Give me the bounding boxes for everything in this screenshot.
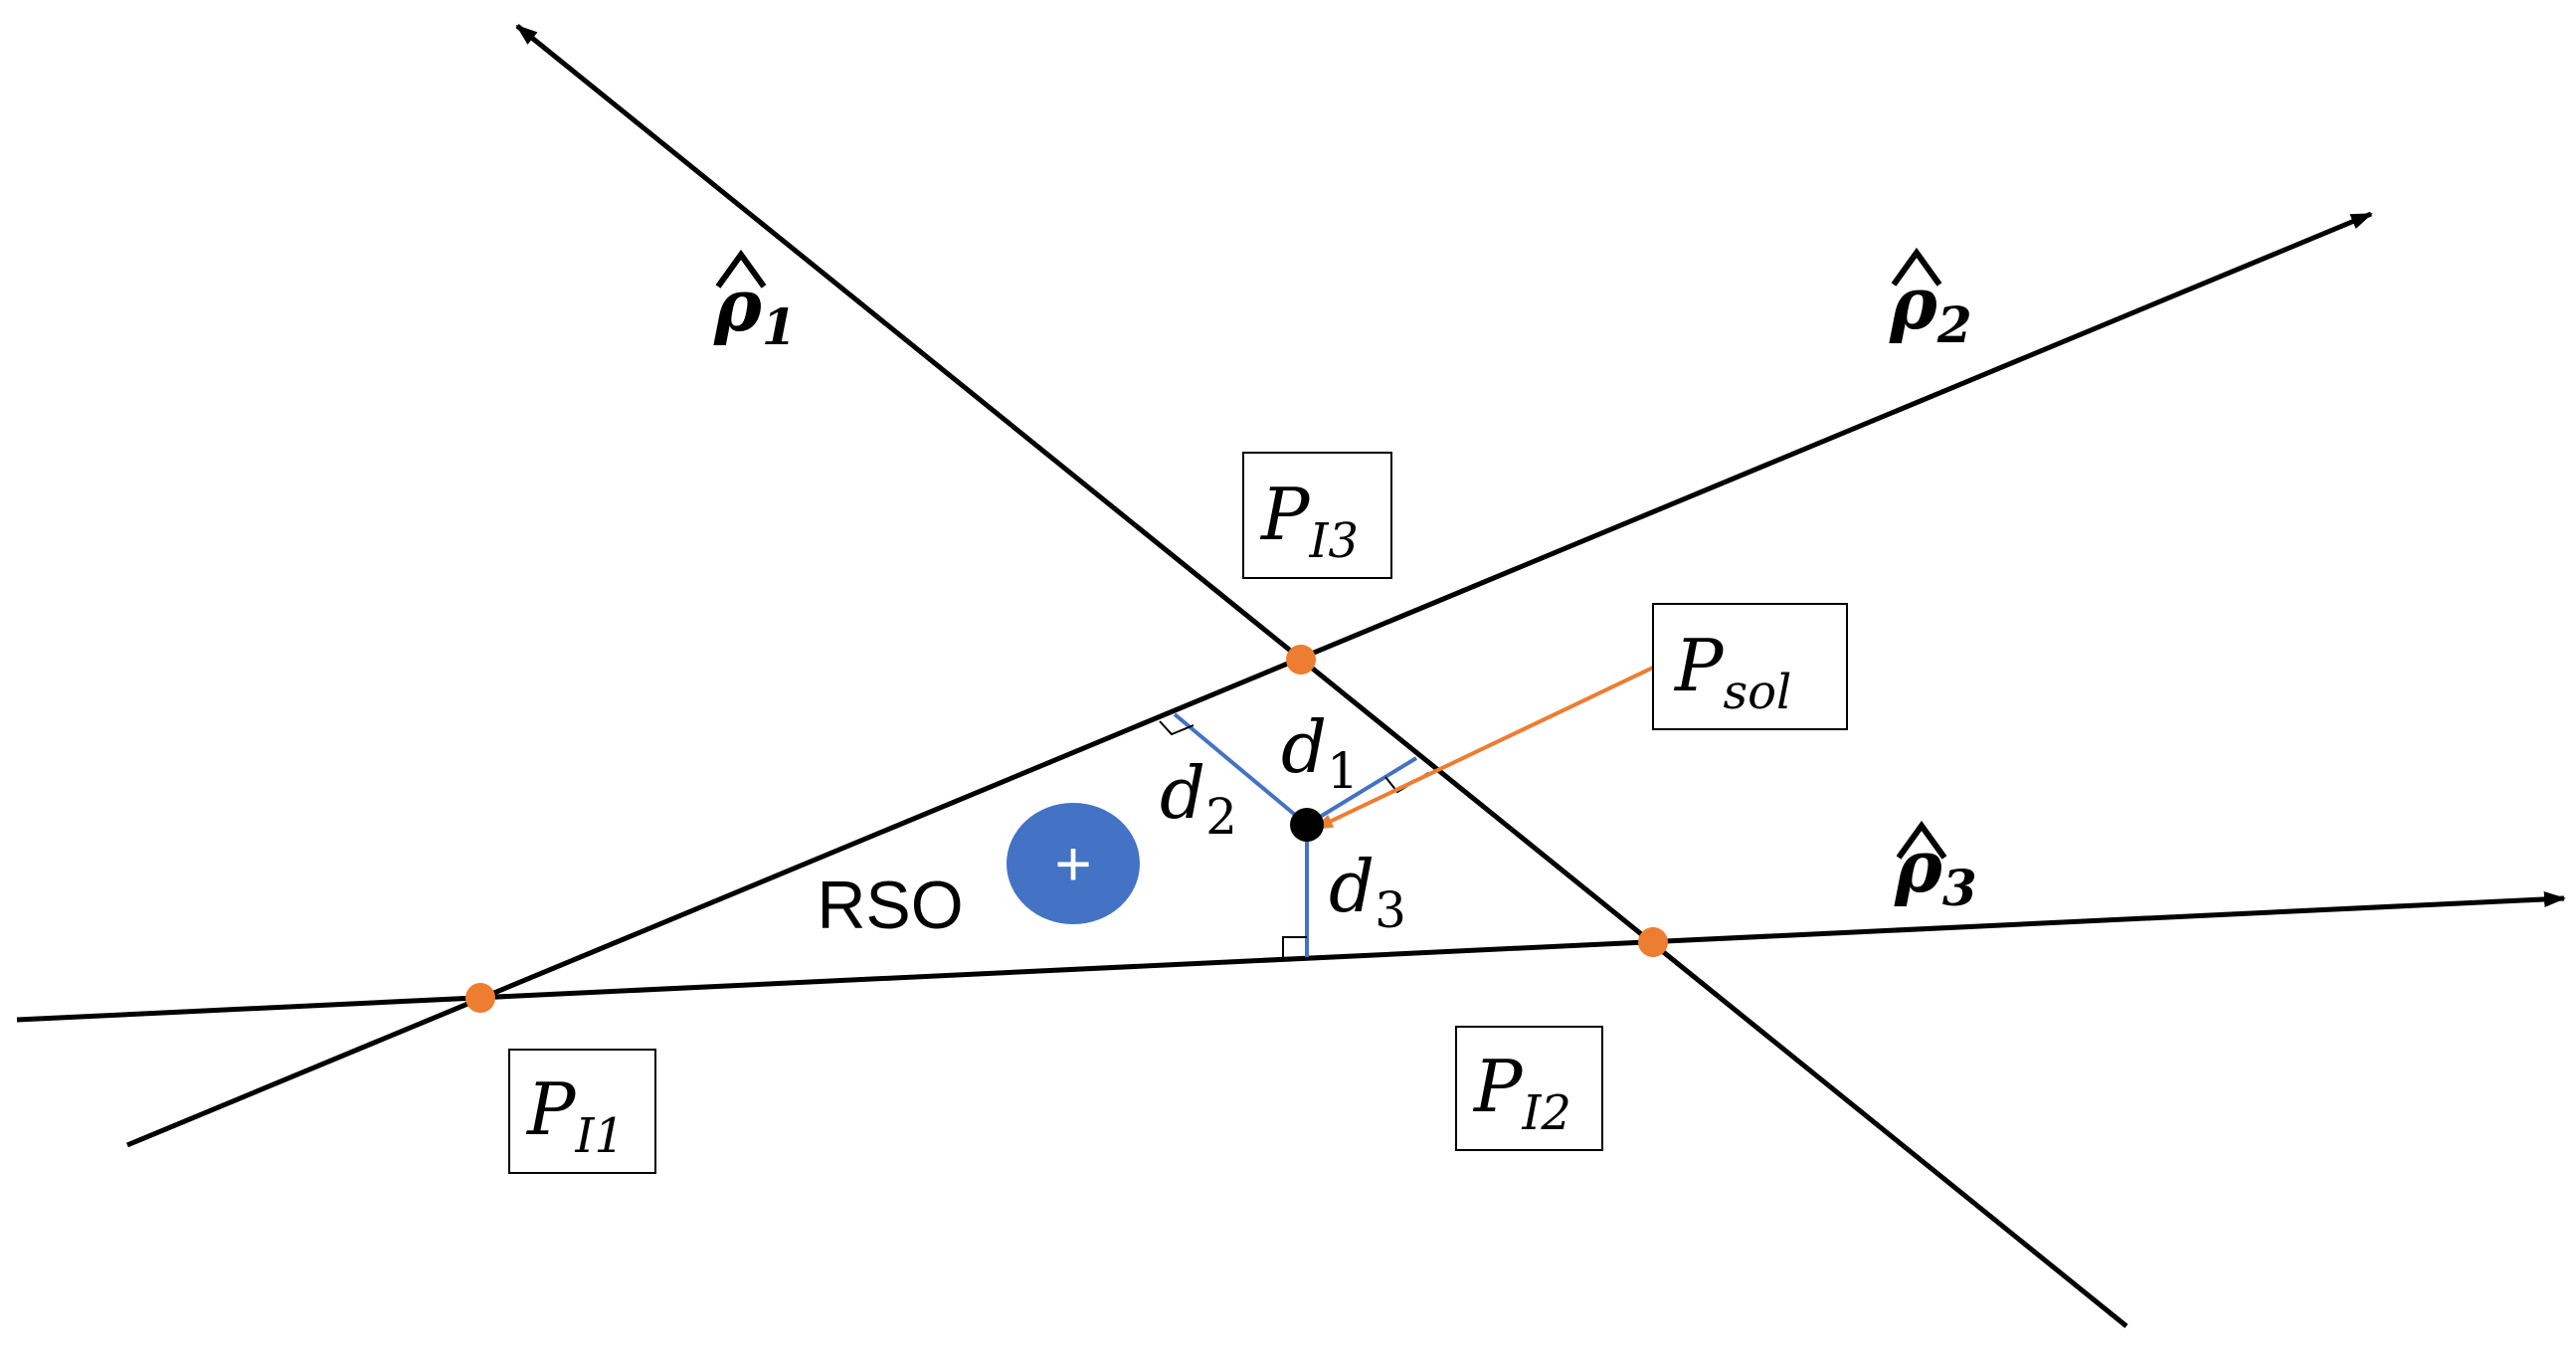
d2-segment [1173,712,1309,827]
rho1-sub: 1 [762,297,797,356]
rho3-hat [1896,820,1947,860]
rho2-hat [1891,247,1942,287]
svg-text:PI3: PI3 [1259,473,1359,569]
intersection-point-i2 [1638,927,1668,957]
label-box-i1: PI1 [508,1049,656,1174]
d3-label: d3 [1329,845,1406,939]
d2-label: d2 [1160,751,1237,846]
intersection-point-i1 [465,983,495,1013]
rho3-sub: 3 [1942,859,1977,917]
d2-base: d [1160,751,1205,835]
rho2-base: ρ [1889,261,1938,345]
rho2-label: ρ2 [1889,247,1972,354]
svg-text:ρ2: ρ2 [1889,261,1972,354]
d2-sub: 2 [1205,788,1237,846]
p2-sub: I2 [1521,1085,1571,1141]
d1-base: d [1281,705,1327,789]
label-box-i3: PI3 [1242,452,1392,579]
rso-object: + RSO [817,803,1140,943]
perpendicular-segments [1159,712,1429,957]
svg-text:PI2: PI2 [1472,1045,1571,1141]
d3-base: d [1329,845,1375,928]
label-box-sol: Psol [1652,603,1848,730]
label-box-i2: PI2 [1455,1026,1603,1151]
rso-label: RSO [817,868,963,943]
p2-base: P [1472,1045,1524,1128]
rho1-base: ρ [713,263,763,347]
svg-text:PI1: PI1 [525,1067,625,1164]
sol-sub: sol [1723,665,1791,720]
rho1-line [515,24,2128,1328]
svg-text:ρ1: ρ1 [713,263,797,356]
solution-pointer [1313,666,1654,831]
rho3-line [16,890,2566,1023]
sol-base: P [1673,624,1725,707]
rho2-sub: 2 [1936,295,1972,354]
d3-sub: 3 [1375,881,1406,939]
p3-base: P [1259,473,1311,556]
rho3-label: ρ3 [1894,820,1977,917]
svg-text:ρ3: ρ3 [1894,824,1977,917]
d1-sub: 1 [1327,742,1359,800]
rho1-label: ρ1 [713,249,797,356]
rho3-base: ρ [1894,824,1943,908]
p1-base: P [525,1067,577,1151]
p3-sub: I3 [1308,513,1359,569]
right-angle-marker-d3 [1282,936,1307,957]
rso-marker [1007,803,1140,924]
p1-sub: I1 [574,1108,625,1164]
svg-text:Psol: Psol [1673,624,1791,720]
rho2-line [126,211,2373,1148]
rho1-hat [715,249,767,289]
right-angle-marker-d2 [1159,720,1195,736]
d1-segment [1305,756,1418,827]
intersection-point-i3 [1286,645,1316,675]
solution-point [1290,808,1324,842]
d1-label: d1 [1281,705,1359,800]
rso-plus-symbol: + [1054,828,1091,899]
